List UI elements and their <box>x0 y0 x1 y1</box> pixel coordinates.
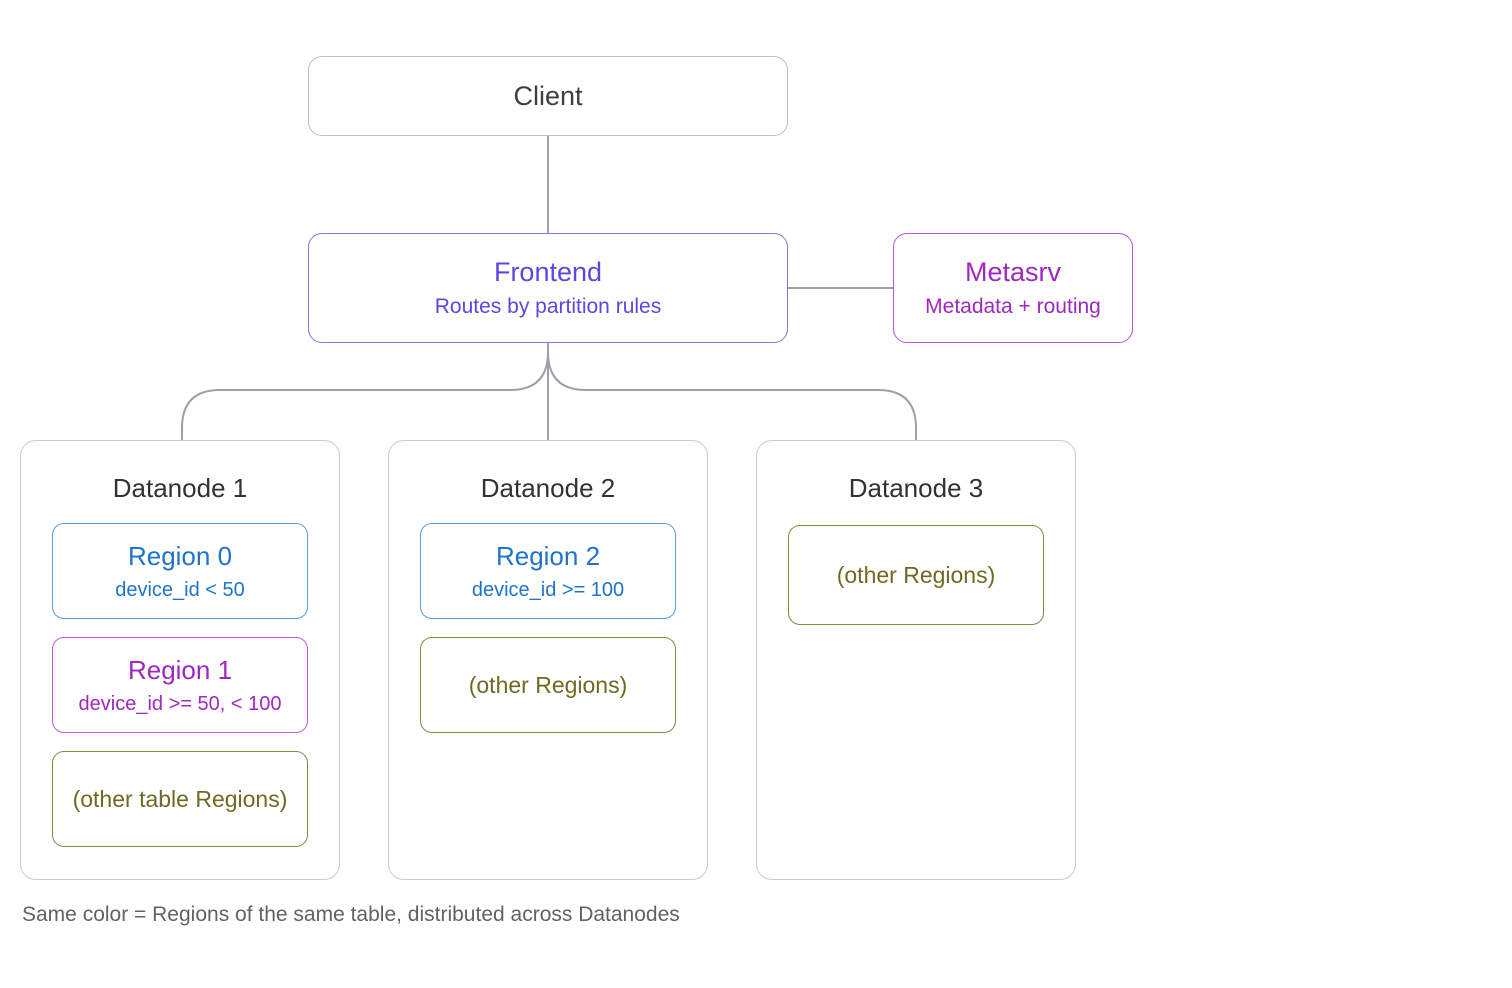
region-1-rule: device_id >= 50, < 100 <box>78 693 282 715</box>
region-1-title: Region 1 <box>127 655 233 685</box>
region-2-title: Region 2 <box>495 541 601 571</box>
other-regions-box-dn2: (other Regions) <box>420 637 676 733</box>
node-frontend: Frontend Routes by partition rules <box>308 233 788 343</box>
region-2-rule: device_id >= 100 <box>471 579 625 601</box>
node-client: Client <box>308 56 788 136</box>
node-datanode-3: Datanode 3 (other Regions) <box>756 440 1076 880</box>
datanode-3-title: Datanode 3 <box>848 473 984 503</box>
node-metasrv: Metasrv Metadata + routing <box>893 233 1133 343</box>
region-0-box: Region 0 device_id < 50 <box>52 523 308 619</box>
other-regions-box-dn3: (other Regions) <box>788 525 1044 625</box>
region-0-title: Region 0 <box>127 541 233 571</box>
legend-note: Same color = Regions of the same table, … <box>22 903 680 926</box>
datanode-1-title: Datanode 1 <box>112 473 248 503</box>
node-datanode-2: Datanode 2 Region 2 device_id >= 100 (ot… <box>388 440 708 880</box>
other-regions-label-dn3: (other Regions) <box>836 562 996 588</box>
other-table-regions-box: (other table Regions) <box>52 751 308 847</box>
client-label: Client <box>513 80 583 111</box>
node-datanode-1: Datanode 1 Region 0 device_id < 50 Regio… <box>20 440 340 880</box>
region-1-box: Region 1 device_id >= 50, < 100 <box>52 637 308 733</box>
metasrv-title: Metasrv <box>964 257 1062 287</box>
other-regions-label-dn2: (other Regions) <box>468 672 628 698</box>
edge-frontend-datanode1 <box>181 342 549 441</box>
other-table-regions-label: (other table Regions) <box>72 786 288 812</box>
datanode-2-title: Datanode 2 <box>480 473 616 503</box>
frontend-title: Frontend <box>493 257 603 287</box>
edge-frontend-datanode3 <box>547 342 917 441</box>
region-2-box: Region 2 device_id >= 100 <box>420 523 676 619</box>
frontend-subtitle: Routes by partition rules <box>434 295 662 318</box>
metasrv-subtitle: Metadata + routing <box>925 295 1101 318</box>
region-0-rule: device_id < 50 <box>115 579 245 601</box>
